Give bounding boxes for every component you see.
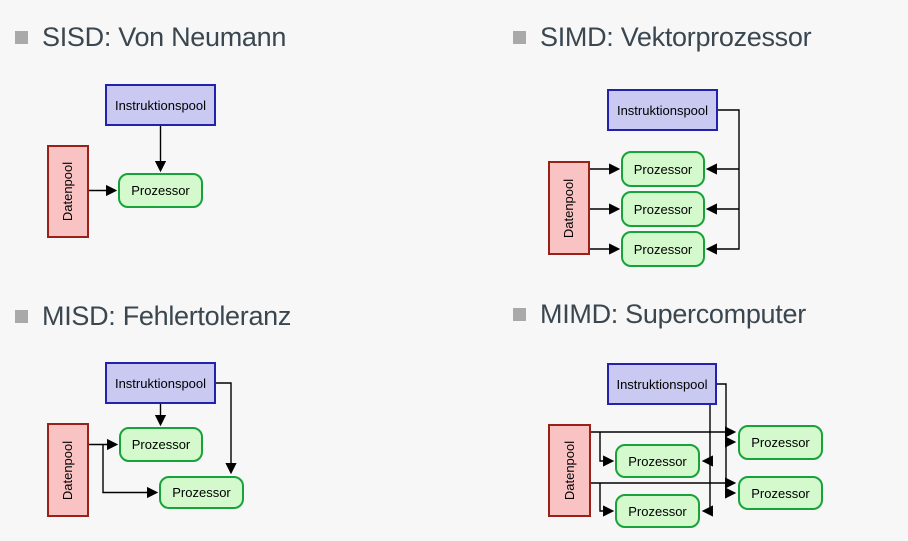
bullet-icon [15,309,28,323]
processor-label: Prozessor [633,241,693,257]
data-pool-label: Datenpool [562,440,577,501]
panel-title-mimd: MIMD: Supercomputer [540,298,806,329]
processor-label: Prozessor [172,485,231,500]
processor-node: Prozessor [118,173,203,208]
processor-node: Prozessor [738,476,823,510]
processor-node: Prozessor [159,476,244,509]
misd-connector-arrows [89,382,237,499]
data-pool-node: Datenpool [47,145,89,238]
title-row-sisd: SISD: Von Neumann [15,22,286,52]
panel-mimd: MIMD: Supercomputer Instruktionspool Dat… [454,270,908,541]
panel-title-sisd: SISD: Von Neumann [42,21,287,52]
data-pool-label: Datenpool [561,178,577,238]
sisd-connector-arrows [89,126,167,197]
instruction-pool-label: Instruktionspool [616,102,709,118]
data-pool-node: Datenpool [548,424,591,517]
title-row-mimd: MIMD: Supercomputer [513,299,806,329]
instruction-pool-node: Instruktionspool [105,362,216,404]
panel-simd: SIMD: Vektorprozessor Instruktionspool D… [454,0,908,271]
processor-label: Prozessor [751,435,810,450]
title-row-simd: SIMD: Vektorprozessor [513,21,812,52]
processor-node: Prozessor [621,191,705,227]
title-row-misd: MISD: Fehlertoleranz [15,301,291,331]
mimd-connector-arrows [591,383,737,517]
processor-label: Prozessor [633,161,693,177]
processor-node: Prozessor [738,425,823,460]
processor-label: Prozessor [628,503,687,519]
instruction-pool-node: Instruktionspool [607,89,718,131]
data-pool-label: Datenpool [60,161,76,222]
data-pool-node: Datenpool [47,423,89,517]
processor-label: Prozessor [633,201,693,217]
processor-node: Prozessor [119,427,203,462]
panel-title-misd: MISD: Fehlertoleranz [42,300,292,331]
processor-node: Prozessor [615,444,700,478]
panel-sisd: SISD: Von Neumann Instruktionspool Daten… [0,0,454,271]
simd-connector-arrows [590,109,740,255]
processor-label: Prozessor [131,183,190,198]
processor-node: Prozessor [621,231,705,267]
processor-label: Prozessor [751,485,810,501]
processor-label: Prozessor [628,453,687,469]
instruction-pool-node: Instruktionspool [105,84,216,126]
instruction-pool-node: Instruktionspool [607,363,717,405]
bullet-icon [15,30,28,44]
bullet-icon [513,307,526,321]
processor-node: Prozessor [621,151,705,187]
instruction-pool-label: Instruktionspool [616,376,708,392]
data-pool-label: Datenpool [60,440,76,500]
bullet-icon [513,30,526,44]
panel-misd: MISD: Fehlertoleranz Instruktionspool Da… [0,270,454,541]
instruction-pool-label: Instruktionspool [114,375,207,391]
data-pool-node: Datenpool [548,161,590,255]
panel-title-simd: SIMD: Vektorprozessor [540,21,812,52]
instruction-pool-label: Instruktionspool [114,97,207,113]
processor-label: Prozessor [131,437,191,452]
processor-node: Prozessor [615,494,700,528]
